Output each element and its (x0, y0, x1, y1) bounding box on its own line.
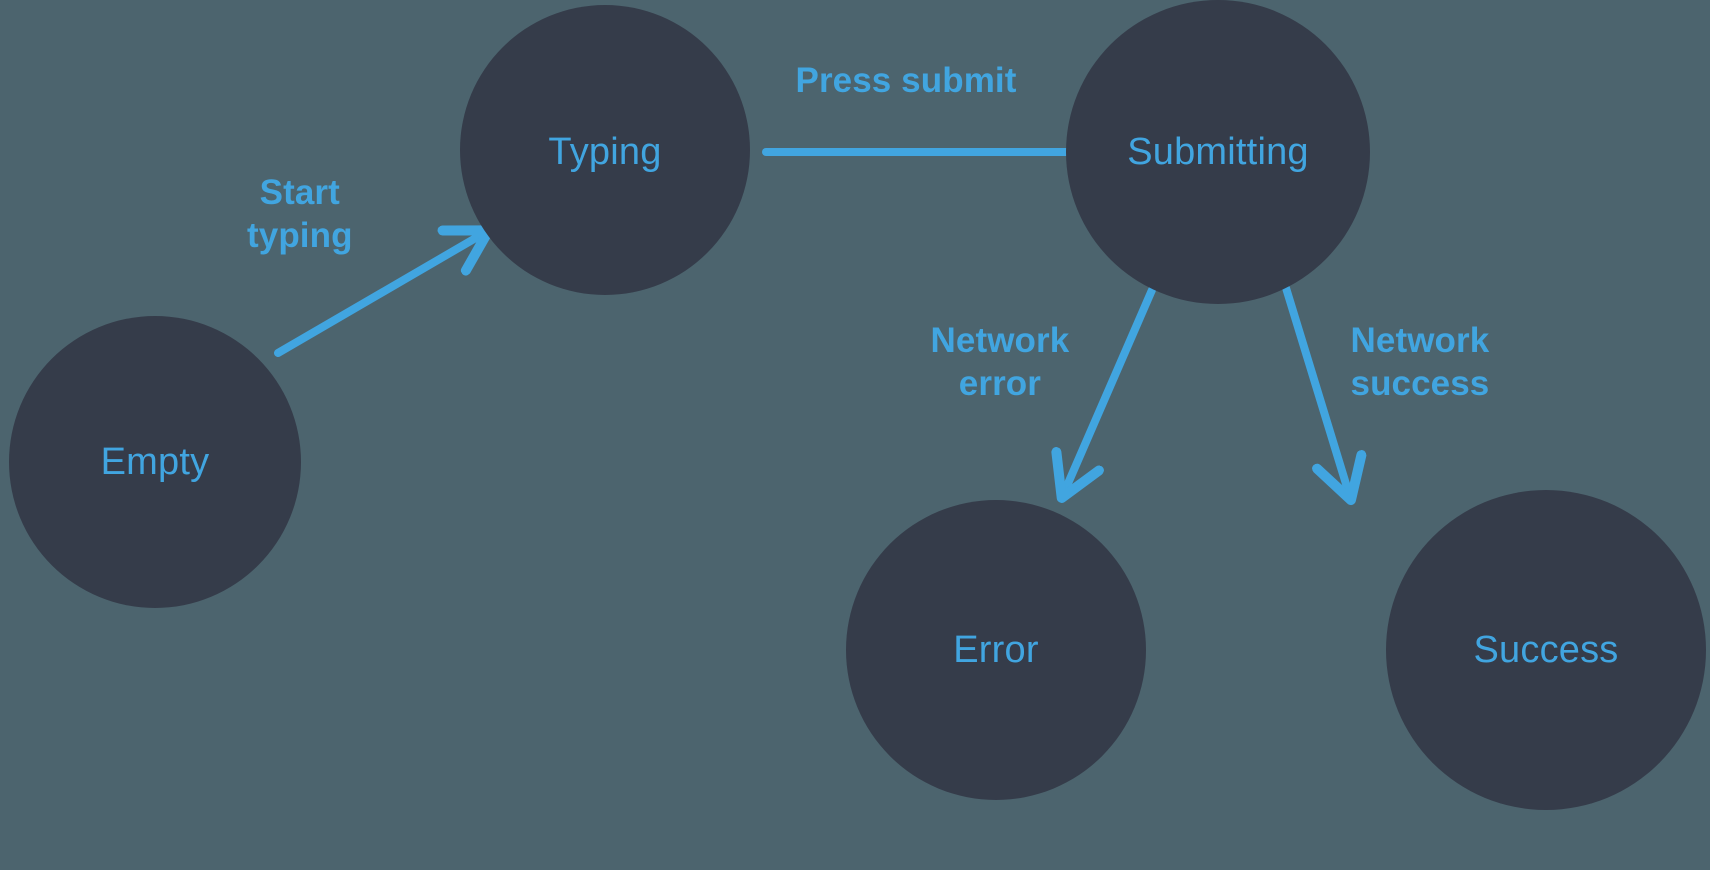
transition-label-network-error: Network error (930, 321, 1070, 403)
transition-arrow-network-error (1063, 286, 1156, 495)
transition-label-press-submit: Press submit (795, 61, 1017, 100)
state-label-empty: Empty (100, 440, 210, 483)
state-node-empty[interactable]: Empty (9, 316, 301, 608)
state-node-error[interactable]: Error (846, 500, 1146, 800)
transition-arrow-network-success (1282, 284, 1350, 497)
state-label-submitting: Submitting (1127, 130, 1309, 173)
state-node-submitting[interactable]: Submitting (1066, 0, 1370, 304)
state-label-success: Success (1473, 628, 1619, 671)
state-node-success[interactable]: Success (1386, 490, 1706, 810)
state-node-typing[interactable]: Typing (460, 5, 750, 295)
state-label-typing: Typing (548, 130, 662, 173)
transition-label-start-typing: Start typing (247, 173, 353, 255)
transition-arrow-start-typing (274, 232, 486, 357)
state-label-error: Error (953, 628, 1039, 671)
transition-label-network-success: Network success (1350, 321, 1490, 403)
